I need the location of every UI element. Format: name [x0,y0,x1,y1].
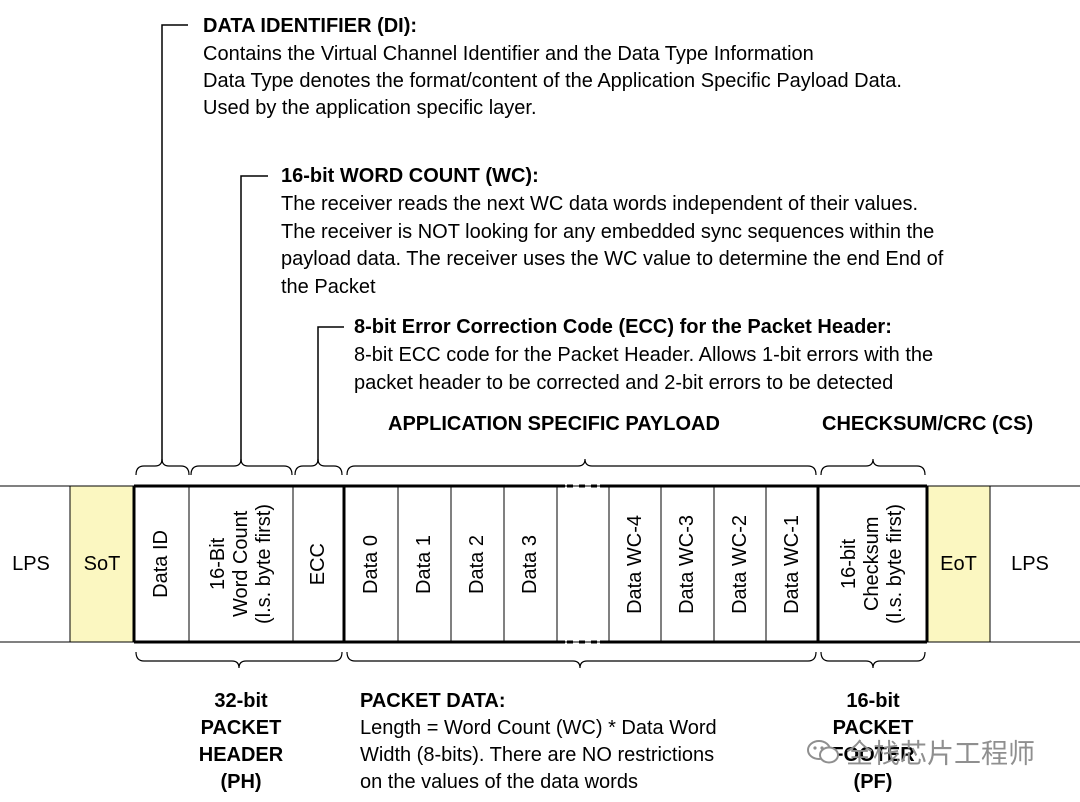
ecc-line: 8-bit ECC code for the Packet Header. Al… [354,344,934,366]
field-data-id: Data ID [134,486,189,642]
field-data: Data 3 [504,486,557,642]
pf-label: PACKET [832,717,914,739]
eot-label: EoT [940,552,977,575]
eot-cell: EoT [927,486,990,642]
field-label: Data WC-2 [728,514,751,614]
wc-line: the Packet [281,276,376,298]
field-label: Data 1 [413,534,435,594]
checksum-label: CHECKSUM/CRC (CS) [822,413,1034,435]
field-label: Data 2 [466,534,488,594]
sot-fill [70,486,134,642]
payload-label: APPLICATION SPECIFIC PAYLOAD [388,413,720,435]
field-label: Data WC-1 [780,514,803,614]
watermark: 全栈芯片工程师 [806,732,1035,771]
pd-line: Length = Word Count (WC) * Data Word [360,717,717,739]
sot-label: SoT [83,552,121,575]
lps-right: LPS [990,486,1070,642]
ecc-title: 8-bit Error Correction Code (ECC) for th… [354,316,892,338]
field-data: Data WC-1 [766,486,818,642]
wc-line: The receiver is NOT looking for any embe… [281,221,935,243]
lps-right-label: LPS [1011,552,1049,575]
field-data: Data WC-2 [714,486,766,642]
field-word-count: 16-Bit Word Count (l.s. byte first) [189,486,293,642]
di-line: Data Type denotes the format/content of … [203,70,902,92]
field-data: Data 0 [344,486,398,642]
ecc-line: packet header to be corrected and 2-bit … [354,372,894,394]
field-data: Data WC-3 [661,486,714,642]
pf-label: 16-bit [846,690,900,712]
lps-left-label: LPS [12,552,50,575]
field-label: Data ID [150,530,172,598]
field-label: 16-bit Checksum (l.s. byte first) [838,503,906,624]
field-data: Data 1 [398,486,451,642]
field-checksum: 16-bit Checksum (l.s. byte first) [818,486,927,642]
watermark-text: 全栈芯片工程师 [846,739,1035,769]
ph-label: 32-bit [214,690,268,712]
pd-line: Width (8-bits). There are NO restriction… [360,744,715,766]
di-line: Contains the Virtual Channel Identifier … [203,43,814,65]
di-line: Used by the application specific layer. [203,97,537,119]
pf-label: FOOTER [831,744,915,766]
pf-label: (PF) [853,771,893,793]
ph-label: HEADER [198,744,284,766]
wc-line: The receiver reads the next WC data word… [281,193,919,215]
pd-line: on the values of the data words [360,771,638,793]
field-label: Data 3 [519,534,541,594]
wc-title: 16-bit WORD COUNT (WC): [281,165,539,187]
field-ecc: ECC [293,486,344,642]
chat-bubble-icon [807,739,839,763]
di-title: DATA IDENTIFIER (DI): [203,15,418,37]
field-label: Data WC-4 [623,514,646,614]
lps-left: LPS [0,486,62,642]
wc-line: payload data. The receiver uses the WC v… [281,248,944,270]
field-data: Data WC-4 [609,486,661,642]
sot-cell: SoT [70,486,134,642]
field-label: ECC [307,542,329,586]
field-label: 16-Bit Word Count (l.s. byte first) [206,503,275,624]
ph-label: PACKET [200,717,282,739]
ph-label: (PH) [220,771,262,793]
field-label: Data 0 [359,534,382,594]
eot-fill [927,486,990,642]
pd-title: PACKET DATA: [360,690,506,712]
field-label: Data WC-3 [676,514,698,614]
field-data: Data 2 [451,486,504,642]
